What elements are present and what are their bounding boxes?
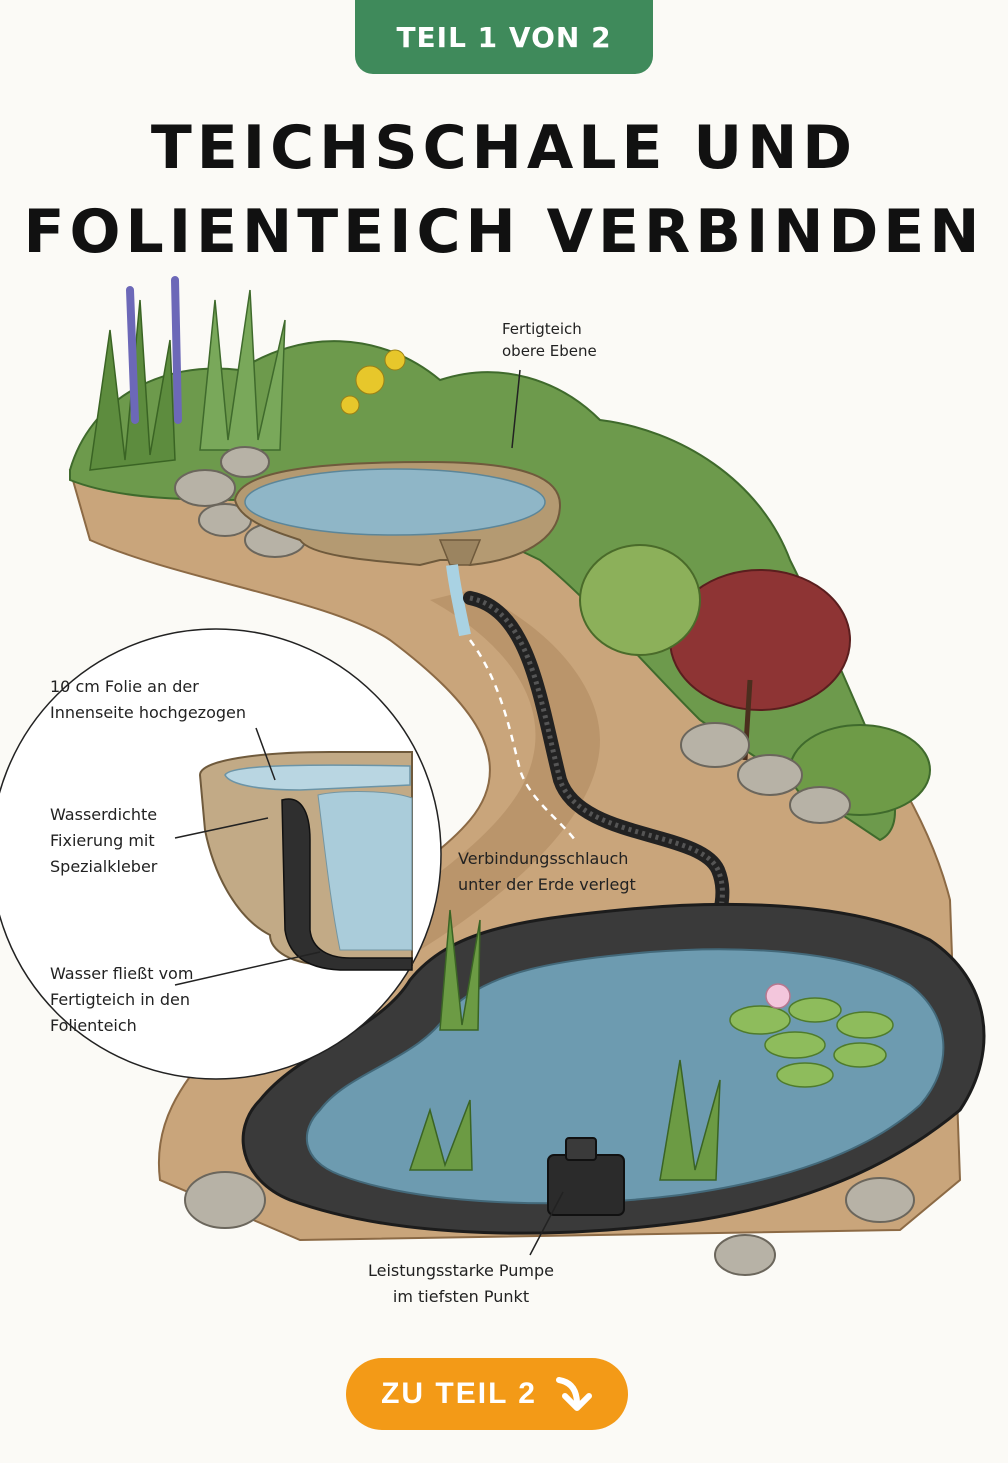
leader-lines [174,369,564,1256]
lily-pads [729,997,894,1088]
yellow-flowers [355,365,385,395]
next-part-button[interactable]: ZU TEIL 2 [346,1358,628,1430]
pump-body [547,1154,625,1216]
waterfall-small [446,564,471,637]
part-badge: TEIL 1 VON 2 [355,0,653,74]
water-lily-flower [765,983,791,1009]
underground-path [468,639,576,841]
grass-tuft-mid [199,289,286,451]
overflow-lip [438,539,482,566]
detail-water-surface [224,764,411,791]
part-badge-label: TEIL 1 VON 2 [396,20,612,54]
pond-plant-bottom [408,1099,473,1171]
label-hose: Verbindungsschlauch unter der Erde verle… [458,849,636,894]
lavender-stems [126,276,182,424]
right-shrub [579,544,701,656]
label-adhesive: Wasserdichte Fixierung mit Spezialkleber [50,805,158,876]
upper-pond-water [244,468,546,536]
title-line-2: FOLIENTEICH VERBINDEN [23,197,985,267]
label-liner-up: 10 cm Folie an der Innenseite hochgezoge… [50,677,247,722]
arrow-down-right-icon [555,1377,592,1411]
detail-liner [281,798,413,971]
label-pump: Leistungsstarke Pumpe im tiefsten Punkt [368,1261,555,1306]
pond-plant-right [659,1059,721,1181]
stones [174,446,915,1276]
page-title: TEICHSCHALE UND FOLIENTEICH VERBINDEN [0,106,1008,274]
next-part-label: ZU TEIL 2 [381,1377,537,1410]
label-upper-pond: Fertigteich obere Ebene [502,320,597,360]
title-line-1: TEICHSCHALE UND [150,113,858,183]
pond-plant-left [439,909,481,1031]
detail-waterfall [317,791,413,951]
pump-top [565,1137,597,1161]
label-flow: Wasser fließt vom Fertigteich in den Fol… [50,964,194,1035]
